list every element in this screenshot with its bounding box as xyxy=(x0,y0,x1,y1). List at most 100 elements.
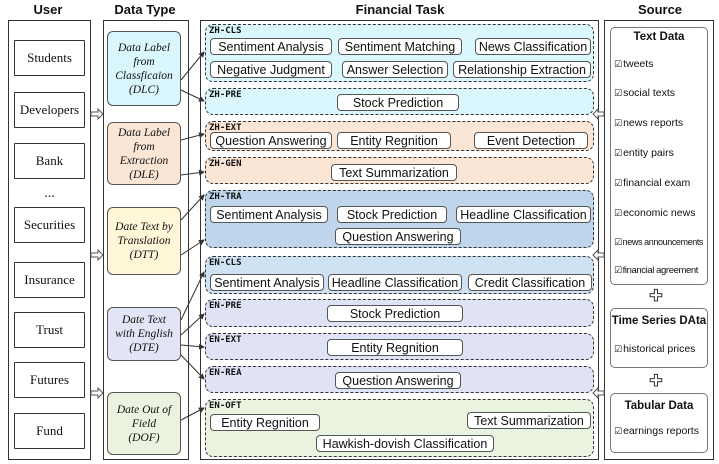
source-tabular-box xyxy=(610,393,708,453)
source-item-label: tweets xyxy=(623,58,654,70)
task-chip: Question Answering xyxy=(335,372,461,389)
user-students: Students xyxy=(14,40,85,76)
task-chip: Hawkish-dovish Classification xyxy=(316,435,494,452)
task-chip: Question Answering xyxy=(335,228,461,245)
source-item-label: economic news xyxy=(623,207,696,219)
checkbox-icon: ☑ xyxy=(614,148,623,158)
source-item-label: earnings reports xyxy=(623,425,699,437)
task-en-oft: EN-OFT Entity Regnition Text Summarizati… xyxy=(205,399,594,457)
task-chip: Relationship Extraction xyxy=(453,61,591,78)
checkbox-icon: ☑ xyxy=(614,237,622,247)
data-type-dof: Date Out of Field (DOF) xyxy=(107,392,181,455)
task-chip: Stock Prediction xyxy=(327,305,463,322)
task-chip: Sentiment Matching xyxy=(338,38,462,55)
source-item: ☑news reports xyxy=(614,117,683,129)
source-tabular-title: Tabular Data xyxy=(624,400,694,412)
task-chip: Credit Classification xyxy=(468,274,592,291)
panel-arrow-user-to-type xyxy=(90,107,104,400)
task-chip: Sentiment Analysis xyxy=(210,206,328,223)
data-type-dle: Data Label from Extraction (DLE) xyxy=(107,122,181,185)
checkbox-icon: ☑ xyxy=(614,265,622,275)
data-type-dtt: Date Text by Translation (DTT) xyxy=(107,207,181,275)
task-chip: Entity Regnition xyxy=(327,339,463,356)
user-securities: Securities xyxy=(14,207,85,243)
header-data-type: Data Type xyxy=(114,2,176,17)
source-item-label: financial agreement xyxy=(622,265,699,276)
source-text-data-box xyxy=(610,27,708,285)
task-chip: Stock Prediction xyxy=(337,206,447,223)
header-user: User xyxy=(33,2,63,17)
data-type-dte: Date Text with English (DTE) xyxy=(107,307,181,361)
task-id-label: EN-EXT xyxy=(209,335,242,345)
user-fund: Fund xyxy=(14,413,85,449)
source-item-label: news announcements xyxy=(622,237,704,247)
task-en-rea: EN-REA Question Answering xyxy=(205,366,594,393)
checkbox-icon: ☑ xyxy=(614,344,623,354)
source-item-label: news reports xyxy=(623,117,684,129)
checkbox-icon: ☑ xyxy=(614,178,623,188)
source-item: ☑financial agreement xyxy=(614,265,698,276)
task-chip: Headline Classification xyxy=(328,274,462,291)
source-item: ☑tweets xyxy=(614,58,653,70)
task-zh-ext: ZH-EXT Question Answering Entity Regniti… xyxy=(205,121,594,151)
task-en-pre: EN-PRE Stock Prediction xyxy=(205,299,594,327)
task-en-ext: EN-EXT Entity Regnition xyxy=(205,333,594,360)
task-id-label: EN-REA xyxy=(209,368,242,378)
source-item-label: financial exam xyxy=(623,177,691,189)
task-chip: Text Summarization xyxy=(467,412,591,429)
task-zh-tra: ZH-TRA Sentiment Analysis Stock Predicti… xyxy=(205,190,594,248)
user-bank: Bank xyxy=(14,143,85,179)
task-zh-cls: ZH-CLS Sentiment Analysis Sentiment Matc… xyxy=(205,24,594,82)
task-en-cls: EN-CLS Sentiment Analysis Headline Class… xyxy=(205,256,594,294)
header-source: Source xyxy=(637,2,683,17)
task-id-label: ZH-EXT xyxy=(209,123,242,133)
task-chip: Question Answering xyxy=(210,132,332,149)
plus-icon: ✚ xyxy=(649,373,663,391)
source-text-data-title: Text Data xyxy=(633,31,685,43)
plus-icon: ✚ xyxy=(649,288,663,306)
checkbox-icon: ☑ xyxy=(614,426,623,436)
task-chip: Sentiment Analysis xyxy=(210,38,332,55)
task-id-label: EN-CLS xyxy=(209,258,242,268)
source-item: ☑economic news xyxy=(614,207,695,219)
header-financial-task: Financial Task xyxy=(355,2,445,17)
task-id-label: EN-OFT xyxy=(209,401,242,411)
task-id-label: EN-PRE xyxy=(209,301,242,311)
task-chip: Sentiment Analysis xyxy=(210,274,324,291)
checkbox-icon: ☑ xyxy=(614,208,623,218)
user-insurance: Insurance xyxy=(14,262,85,298)
task-id-label: ZH-CLS xyxy=(209,26,242,36)
checkbox-icon: ☑ xyxy=(614,88,623,98)
checkbox-icon: ☑ xyxy=(614,118,623,128)
task-id-label: ZH-GEN xyxy=(209,159,242,169)
data-type-dlc: Data Label from Classficaion (DLC) xyxy=(107,31,181,106)
source-item-label: entity pairs xyxy=(623,147,674,159)
task-chip: News Classification xyxy=(475,38,591,55)
source-time-series-title: Time Series DAta xyxy=(611,315,707,327)
user-ellipsis: ... xyxy=(44,186,55,201)
task-chip: Entity Regnition xyxy=(337,132,451,149)
source-item: ☑historical prices xyxy=(614,343,695,355)
source-item: ☑entity pairs xyxy=(614,147,674,159)
source-item: ☑news announcements xyxy=(614,237,703,248)
source-item: ☑financial exam xyxy=(614,177,690,189)
panel-arrow-task-to-source xyxy=(592,107,605,400)
checkbox-icon: ☑ xyxy=(614,59,623,69)
task-chip: Negative Judgment xyxy=(210,61,332,78)
task-chip: Headline Classification xyxy=(456,206,591,223)
source-item-label: social texts xyxy=(623,87,676,99)
task-chip: Stock Prediction xyxy=(337,94,459,111)
source-item-label: historical prices xyxy=(623,343,696,355)
user-trust: Trust xyxy=(14,312,85,348)
user-developers: Developers xyxy=(14,92,85,128)
task-zh-gen: ZH-GEN Text Summarization xyxy=(205,157,594,184)
source-item: ☑earnings reports xyxy=(614,425,699,437)
source-time-series-box xyxy=(610,308,708,368)
task-chip: Event Detection xyxy=(474,132,588,149)
type-to-task-arrows xyxy=(180,51,205,421)
task-id-label: ZH-TRA xyxy=(209,192,242,202)
task-zh-pre: ZH-PRE Stock Prediction xyxy=(205,88,594,115)
source-item: ☑social texts xyxy=(614,87,675,99)
task-id-label: ZH-PRE xyxy=(209,90,242,100)
